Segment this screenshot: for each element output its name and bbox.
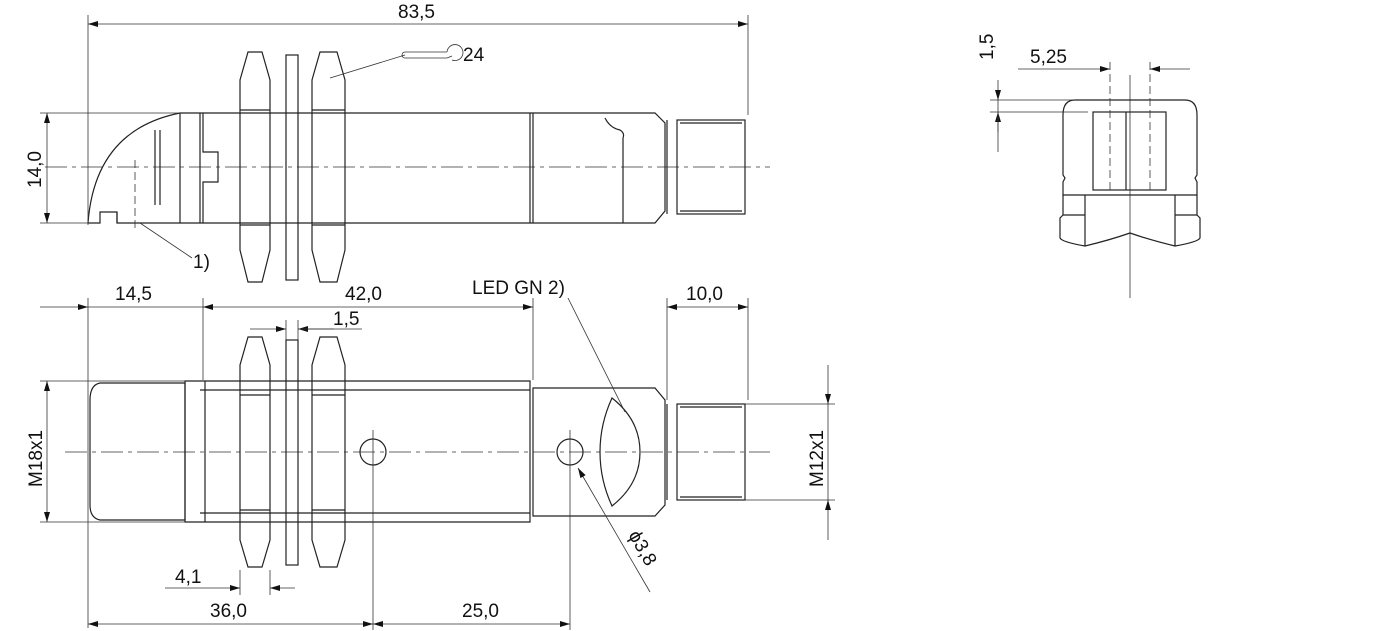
dim-body: 42,0 <box>345 284 382 305</box>
side-dim-offset: 1,5 <box>977 34 998 60</box>
hole-diameter: ϕ3,8 <box>624 527 661 570</box>
wrench-icon <box>401 44 464 61</box>
front-view: 83,5 14,0 24 1) <box>25 2 770 283</box>
dim-wrench-size: 24 <box>463 45 485 66</box>
dim-height: 14,0 <box>25 151 46 188</box>
dim-washer: 1,5 <box>333 309 359 330</box>
side-dim-width: 5,25 <box>1030 47 1067 68</box>
dim-nut: 4,1 <box>175 567 201 588</box>
thread-connector: M12x1 <box>807 430 828 487</box>
note-1: 1) <box>193 252 210 273</box>
dim-hole1: 36,0 <box>210 601 247 622</box>
dim-front: 14,5 <box>115 284 152 305</box>
bottom-view: 14,5 42,0 LED GN 2) 10,0 1,5 M18x1 M12x1… <box>26 278 835 630</box>
dim-connector: 10,0 <box>686 284 723 305</box>
thread-body: M18x1 <box>26 430 47 487</box>
side-view: 1,5 5,25 <box>977 34 1201 298</box>
dim-hole-spacing: 25,0 <box>462 601 499 622</box>
dim-overall-length: 83,5 <box>398 2 435 23</box>
led-label: LED GN 2) <box>472 278 565 299</box>
